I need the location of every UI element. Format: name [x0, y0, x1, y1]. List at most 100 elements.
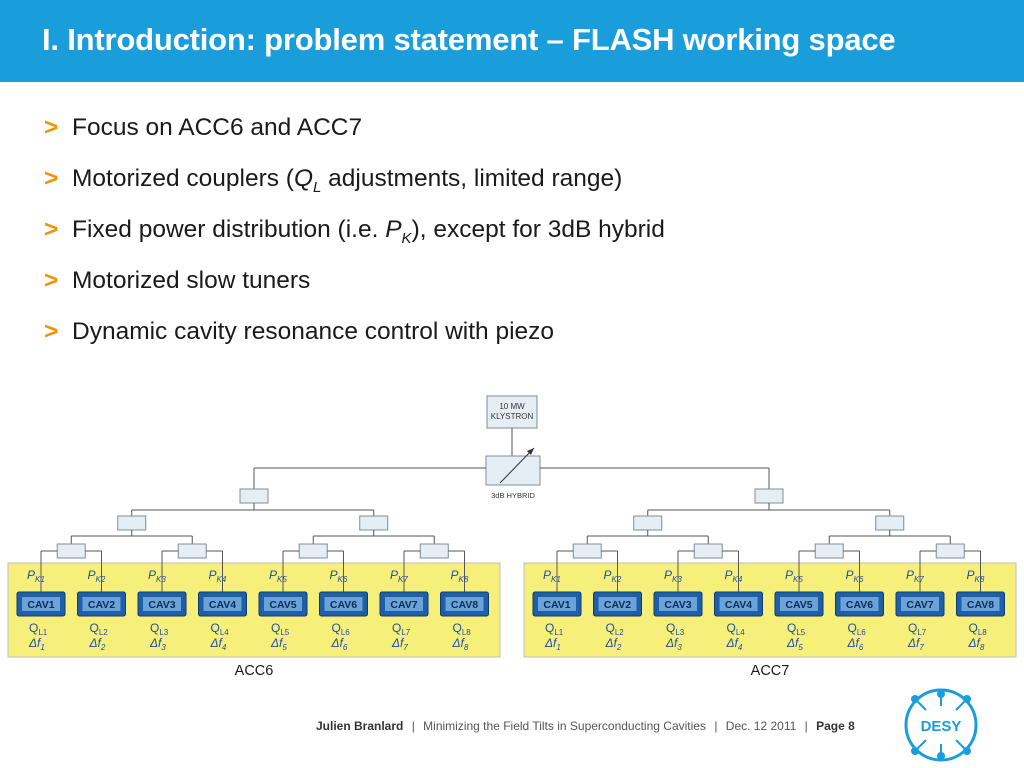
- loaded-q-label: QL2: [606, 621, 625, 637]
- cavity-label: CAV6: [846, 599, 873, 611]
- bullet-text: Focus on ACC6 and ACC7: [72, 114, 363, 141]
- bullet-text: Motorized slow tuners: [72, 267, 311, 294]
- footer-date: Dec. 12 2011: [725, 719, 797, 733]
- cavity-cells: [901, 597, 939, 611]
- loaded-q-label: QL6: [848, 621, 867, 637]
- loaded-q-label: QL5: [271, 621, 290, 637]
- footer-author: Julien Branlard: [316, 719, 404, 733]
- bullet-list: > Focus on ACC6 and ACC7 > Motorized cou…: [44, 114, 665, 369]
- loaded-q-label: QL7: [392, 621, 411, 637]
- slide-footer: Julien Branlard | Minimizing the Field T…: [316, 719, 855, 733]
- slide-title: I. Introduction: problem statement – FLA…: [42, 22, 896, 57]
- cavity-cells: [22, 597, 60, 611]
- forward-power-label: PK4: [209, 568, 227, 584]
- loaded-q-label: QL8: [969, 621, 988, 637]
- detuning-label: Δf7: [391, 636, 408, 652]
- cavity-label: CAV7: [906, 599, 933, 611]
- cavity-cells: [598, 597, 637, 611]
- detuning-label: Δf5: [786, 636, 803, 652]
- cavity-label: CAV8: [451, 599, 478, 611]
- hybrid-label: 3dB HYBRID: [491, 491, 535, 500]
- bullet-item: > Motorized couplers (QL adjustments, li…: [44, 165, 665, 216]
- loaded-q-label: QL7: [908, 621, 927, 637]
- footer-separator: |: [804, 719, 808, 733]
- cavity-label: CAV4: [725, 599, 752, 611]
- power-splitter: [177, 543, 207, 559]
- loaded-q-label: QL6: [332, 621, 351, 637]
- desy-logo-icon: DESY: [904, 688, 978, 762]
- module-name-label: ACC6: [235, 663, 274, 679]
- cavity-label: CAV3: [148, 599, 175, 611]
- power-splitter: [875, 515, 905, 531]
- power-splitter: [693, 543, 723, 559]
- forward-power-label: PK3: [664, 568, 682, 584]
- bullet-arrow-icon: >: [44, 114, 59, 141]
- hybrid-box: [485, 455, 541, 486]
- forward-power-label: PK6: [846, 568, 864, 584]
- detuning-label: Δf4: [726, 636, 743, 652]
- cavity-label: CAV1: [27, 599, 54, 611]
- bullet-item: > Focus on ACC6 and ACC7: [44, 114, 665, 165]
- bullet-text: Motorized couplers (QL adjustments, limi…: [72, 165, 623, 196]
- hybrid-arrowhead: [527, 448, 534, 455]
- bullet-item: > Fixed power distribution (i.e. PK), ex…: [44, 216, 665, 267]
- cavity-label: CAV6: [330, 599, 357, 611]
- detuning-label: Δf5: [270, 636, 287, 652]
- power-splitter: [239, 488, 269, 504]
- forward-power-label: PK2: [604, 568, 622, 584]
- power-splitter: [298, 543, 328, 559]
- cavity-label: CAV1: [543, 599, 570, 611]
- forward-power-label: PK8: [967, 568, 985, 584]
- cavity-label: CAV4: [209, 599, 236, 611]
- bullet-item: > Motorized slow tuners: [44, 267, 665, 318]
- power-splitter: [359, 515, 389, 531]
- power-splitter: [814, 543, 844, 559]
- detuning-label: Δf8: [968, 636, 985, 652]
- detuning-label: Δf4: [210, 636, 227, 652]
- footer-separator: |: [714, 719, 718, 733]
- forward-power-label: PK1: [27, 568, 45, 584]
- detuning-label: Δf3: [149, 636, 166, 652]
- bullet-arrow-icon: >: [44, 165, 59, 192]
- detuning-label: Δf1: [28, 636, 45, 652]
- cavity-label: CAV3: [664, 599, 691, 611]
- forward-power-label: PK4: [725, 568, 743, 584]
- cavity-cells: [780, 597, 818, 611]
- loaded-q-label: QL5: [787, 621, 806, 637]
- bullet-arrow-icon: >: [44, 318, 59, 345]
- cavity-cells: [324, 597, 363, 611]
- cavity-cells: [961, 597, 1000, 611]
- bullet-arrow-icon: >: [44, 267, 59, 294]
- klystron-label: KLYSTRON: [491, 412, 534, 421]
- power-splitter: [117, 515, 147, 531]
- detuning-label: Δf6: [847, 636, 864, 652]
- cavity-cells: [719, 597, 758, 611]
- footer-separator: |: [411, 719, 415, 733]
- forward-power-label: PK7: [390, 568, 408, 584]
- cavity-cells: [203, 597, 242, 611]
- forward-power-label: PK8: [451, 568, 469, 584]
- forward-power-label: PK7: [906, 568, 924, 584]
- cavity-cells: [82, 597, 121, 611]
- loaded-q-label: QL3: [666, 621, 685, 637]
- power-splitter: [419, 543, 449, 559]
- detuning-label: Δf7: [907, 636, 924, 652]
- cavity-label: CAV2: [88, 599, 115, 611]
- cavity-cells: [840, 597, 879, 611]
- bullet-arrow-icon: >: [44, 216, 59, 243]
- forward-power-label: PK5: [785, 568, 803, 584]
- loaded-q-label: QL4: [211, 621, 230, 637]
- footer-page-number: Page 8: [816, 719, 855, 733]
- detuning-label: Δf2: [605, 636, 622, 652]
- loaded-q-label: QL1: [29, 621, 48, 637]
- loaded-q-label: QL3: [150, 621, 169, 637]
- detuning-label: Δf3: [665, 636, 682, 652]
- cavity-label: CAV8: [967, 599, 994, 611]
- svg-text:DESY: DESY: [921, 718, 962, 735]
- klystron-label: 10 MW: [499, 402, 525, 411]
- forward-power-label: PK2: [88, 568, 106, 584]
- cavity-label: CAV5: [269, 599, 296, 611]
- forward-power-label: PK1: [543, 568, 561, 584]
- klystron-box: [486, 395, 538, 429]
- loaded-q-label: QL2: [90, 621, 109, 637]
